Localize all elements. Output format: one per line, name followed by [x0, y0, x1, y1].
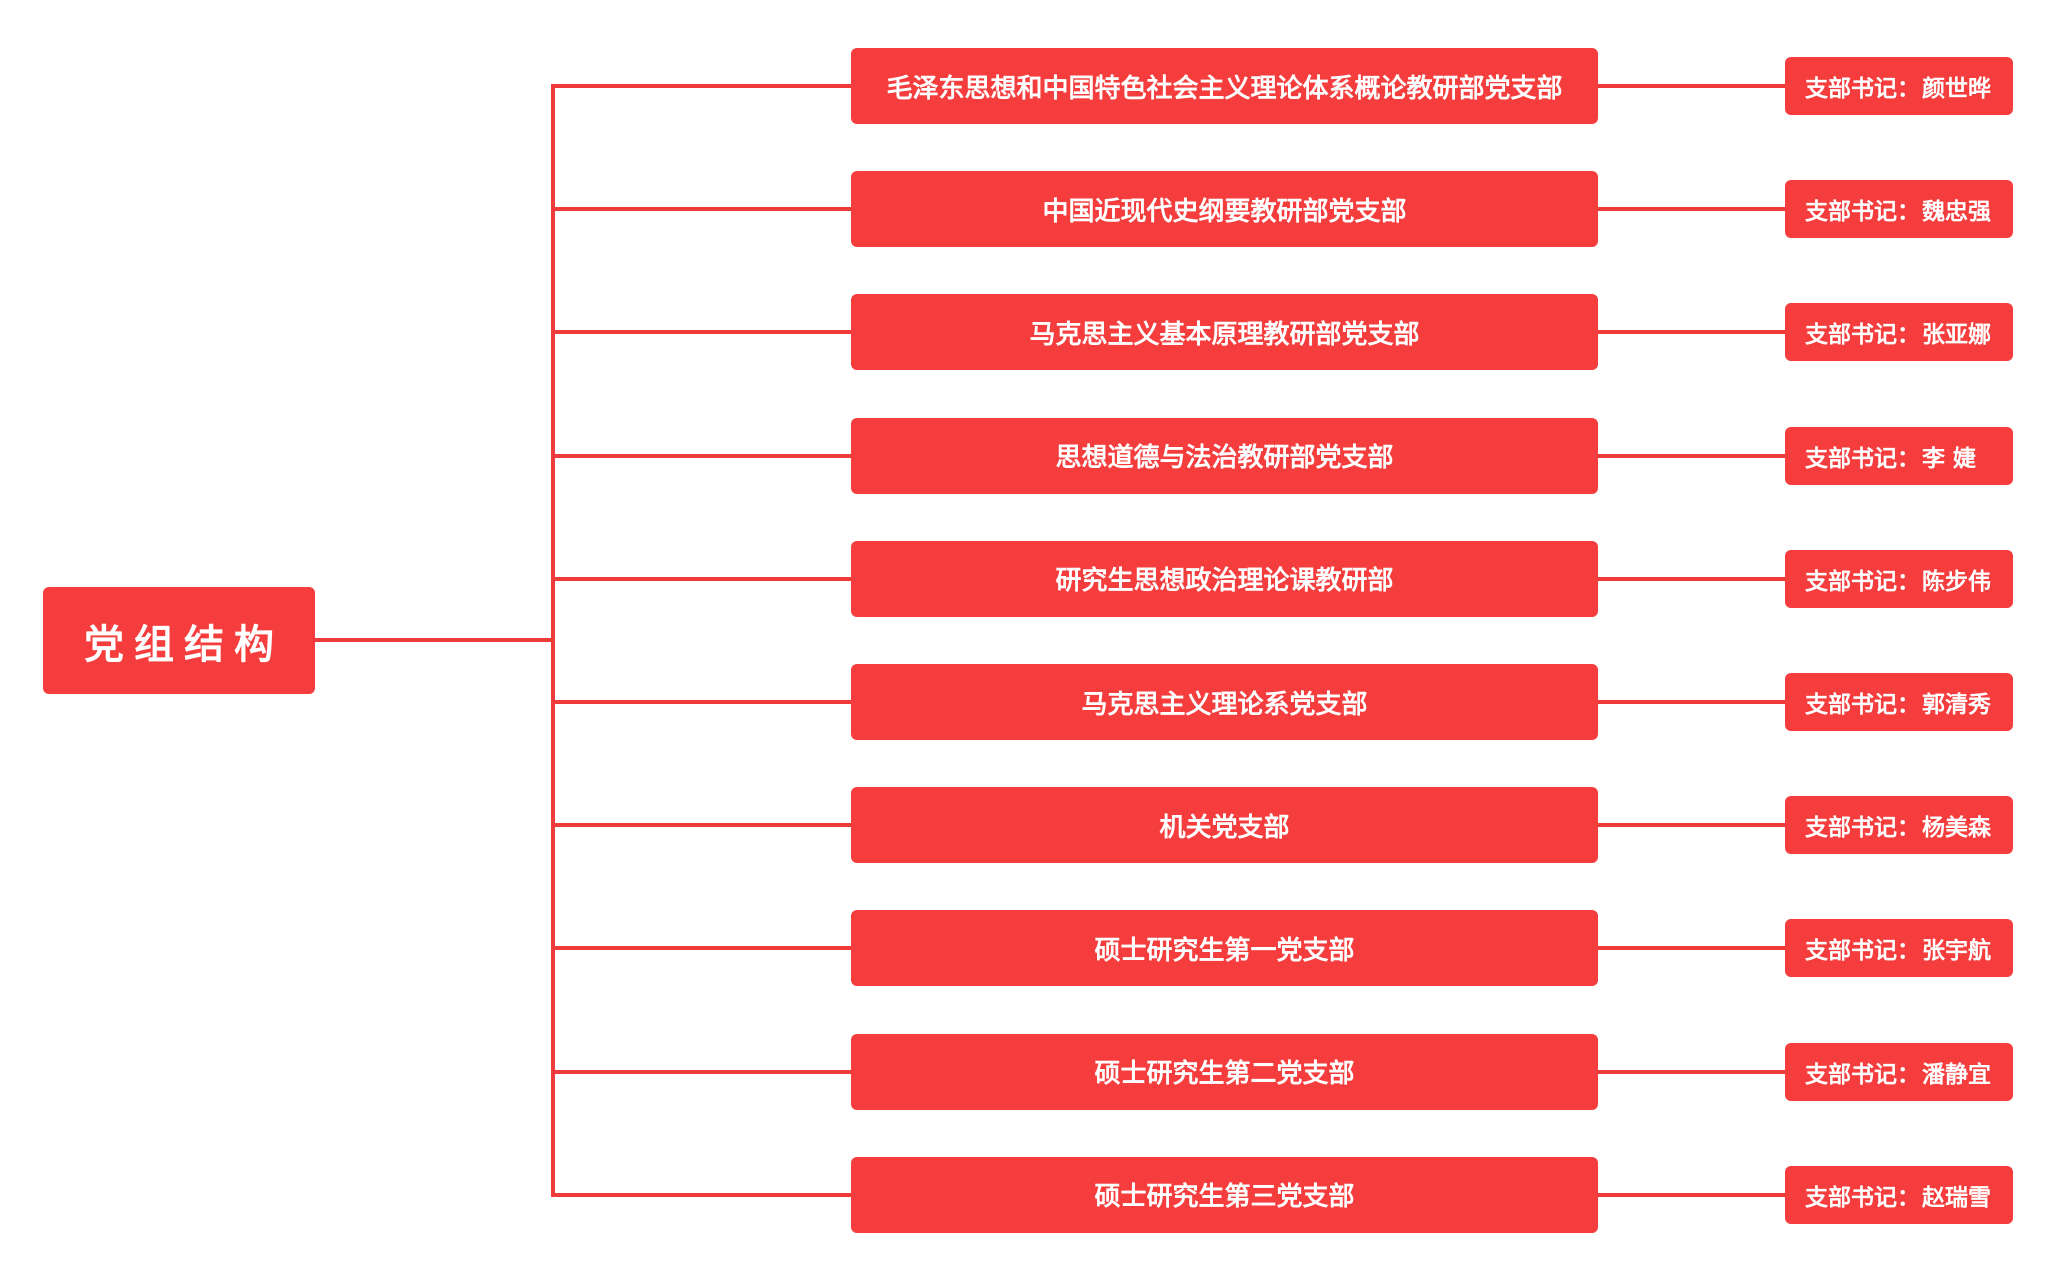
- secretary-prefix-label: 支部书记：: [1805, 815, 1920, 842]
- branch-label: 毛泽东思想和中国特色社会主义理论体系概论教研部党支部: [886, 73, 1563, 104]
- secretary-connector-line: [1598, 1069, 1785, 1074]
- secretary-node: 支部书记：潘静宜: [1785, 1042, 2013, 1101]
- secretary-prefix-label: 支部书记：: [1805, 199, 1920, 226]
- secretary-node: 支部书记：赵瑞雪: [1785, 1165, 2013, 1224]
- secretary-name: 张宇航: [1922, 938, 1991, 965]
- branch-connector-line: [553, 84, 851, 88]
- secretary-node: 支部书记：魏忠强: [1785, 180, 2013, 239]
- secretary-prefix-label: 支部书记：: [1805, 1061, 1920, 1088]
- secretary-name: 陈步伟: [1922, 568, 1991, 595]
- branch-node: 研究生思想政治理论课教研部: [851, 540, 1598, 617]
- branch-label: 中国近现代史纲要教研部党支部: [1042, 196, 1407, 227]
- root-label: 党组结构: [84, 621, 284, 668]
- branch-label: 马克思主义理论系党支部: [1081, 689, 1368, 720]
- branch-connector-line: [553, 1192, 851, 1197]
- secretary-connector-line: [1598, 1192, 1785, 1197]
- secretary-prefix-label: 支部书记：: [1805, 1184, 1920, 1211]
- secretary-connector-line: [1598, 946, 1785, 951]
- branch-node: 硕士研究生第一党支部: [851, 910, 1598, 987]
- branch-node: 思想道德与法治教研部党支部: [851, 417, 1598, 494]
- secretary-connector-line: [1598, 84, 1785, 88]
- secretary-connector-line: [1598, 576, 1785, 581]
- secretary-name: 李 婕: [1922, 445, 1977, 472]
- secretary-node: 支部书记：郭清秀: [1785, 673, 2013, 731]
- branch-connector-line: [553, 453, 851, 458]
- branch-label: 思想道德与法治教研部党支部: [1055, 443, 1394, 474]
- branch-connector-line: [553, 207, 851, 212]
- branch-label: 硕士研究生第一党支部: [1094, 935, 1355, 966]
- secretary-name: 颜世晔: [1922, 76, 1991, 102]
- branch-label: 硕士研究生第三党支部: [1094, 1182, 1355, 1213]
- secretary-connector-line: [1598, 823, 1785, 828]
- secretary-name: 魏忠强: [1922, 199, 1991, 226]
- branch-connector-line: [553, 946, 851, 951]
- root-connector-line: [315, 638, 553, 642]
- branch-node: 毛泽东思想和中国特色社会主义理论体系概论教研部党支部: [851, 48, 1598, 124]
- secretary-name: 郭清秀: [1922, 692, 1991, 718]
- secretary-connector-line: [1598, 330, 1785, 335]
- branch-node: 马克思主义基本原理教研部党支部: [851, 294, 1598, 371]
- secretary-node: 支部书记：张亚娜: [1785, 303, 2013, 362]
- secretary-prefix-label: 支部书记：: [1805, 692, 1920, 718]
- secretary-connector-line: [1598, 700, 1785, 704]
- secretary-connector-line: [1598, 207, 1785, 212]
- branch-label: 机关党支部: [1159, 812, 1290, 843]
- secretary-node: 支部书记：颜世晔: [1785, 57, 2013, 115]
- branch-connector-line: [553, 823, 851, 828]
- secretary-prefix-label: 支部书记：: [1805, 76, 1920, 102]
- secretary-name: 张亚娜: [1922, 322, 1991, 349]
- branch-node: 机关党支部: [851, 787, 1598, 864]
- branch-node: 马克思主义理论系党支部: [851, 664, 1598, 740]
- branch-label: 硕士研究生第二党支部: [1094, 1059, 1355, 1090]
- secretary-name: 潘静宜: [1922, 1061, 1991, 1088]
- branch-connector-line: [553, 1069, 851, 1074]
- branch-label: 马克思主义基本原理教研部党支部: [1029, 319, 1420, 350]
- branch-connector-line: [553, 330, 851, 335]
- secretary-node: 支部书记：张宇航: [1785, 919, 2013, 978]
- secretary-node: 支部书记：李 婕: [1785, 426, 2013, 485]
- secretary-name: 杨美森: [1922, 815, 1991, 842]
- secretary-prefix-label: 支部书记：: [1805, 938, 1920, 965]
- secretary-connector-line: [1598, 453, 1785, 458]
- branch-node: 中国近现代史纲要教研部党支部: [851, 171, 1598, 248]
- secretary-prefix-label: 支部书记：: [1805, 322, 1920, 349]
- branch-connector-line: [553, 700, 851, 704]
- root-node: 党组结构: [43, 587, 315, 694]
- secretary-name: 赵瑞雪: [1922, 1184, 1991, 1211]
- secretary-node: 支部书记：杨美森: [1785, 796, 2013, 855]
- branch-node: 硕士研究生第三党支部: [851, 1156, 1598, 1233]
- trunk-line: [551, 84, 555, 1197]
- secretary-node: 支部书记：陈步伟: [1785, 549, 2013, 608]
- secretary-prefix-label: 支部书记：: [1805, 445, 1920, 472]
- branch-label: 研究生思想政治理论课教研部: [1055, 566, 1394, 597]
- branch-connector-line: [553, 576, 851, 581]
- secretary-prefix-label: 支部书记：: [1805, 568, 1920, 595]
- branch-node: 硕士研究生第二党支部: [851, 1033, 1598, 1110]
